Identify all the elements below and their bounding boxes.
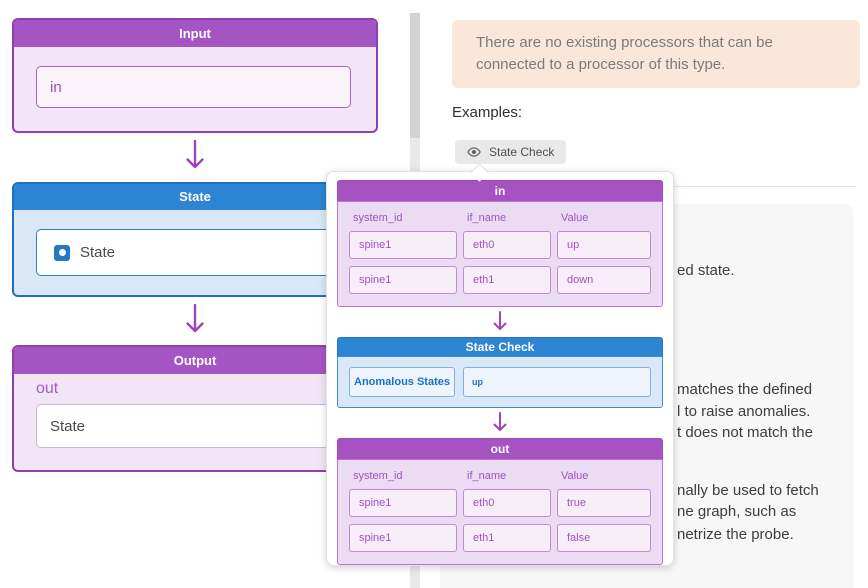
column-header: system_id xyxy=(353,470,403,482)
doc-text-fragment: l to raise anomalies. xyxy=(677,403,811,420)
doc-text-fragment: ed state. xyxy=(677,262,735,279)
input-name-value: in xyxy=(50,78,62,96)
doc-text-fragment: ne graph, such as xyxy=(677,503,797,520)
table-cell: eth1 xyxy=(463,266,551,294)
arrow-down-icon xyxy=(493,412,507,431)
processor-body: Anomalous States up xyxy=(337,356,663,408)
state-checkbox-label: State xyxy=(80,244,116,261)
table-cell: up xyxy=(557,231,651,259)
column-header: system_id xyxy=(353,212,403,224)
arrow-down-icon xyxy=(493,311,507,330)
table-row: spine1 eth1 down xyxy=(349,266,651,294)
table-cell: true xyxy=(557,489,651,517)
table-row: spine1 eth1 false xyxy=(349,524,651,552)
out-table-body: system_id if_name Value spine1 eth0 true… xyxy=(337,459,663,565)
eye-icon xyxy=(467,147,481,157)
example-in-table: in system_id if_name Value spine1 eth0 u… xyxy=(337,180,663,307)
table-cell: spine1 xyxy=(349,266,457,294)
table-cell: spine1 xyxy=(349,489,457,517)
example-state-check-processor: State Check Anomalous States up xyxy=(337,337,663,408)
in-table-title: in xyxy=(337,180,663,201)
table-cell: down xyxy=(557,266,651,294)
processor-value-field: up xyxy=(463,367,651,397)
table-cell: spine1 xyxy=(349,231,457,259)
table-cell: eth0 xyxy=(463,231,551,259)
output-name-field[interactable]: State xyxy=(36,404,351,448)
state-option-field[interactable]: State xyxy=(36,229,351,276)
column-header: Value xyxy=(561,212,589,224)
alert-text: There are no existing processors that ca… xyxy=(476,34,773,73)
state-checkbox[interactable] xyxy=(54,244,70,261)
doc-text-fragment: nally be used to fetch xyxy=(677,482,819,499)
table-cell: eth0 xyxy=(463,489,551,517)
output-box-title: Output xyxy=(14,347,376,374)
vertical-scrollbar-thumb[interactable] xyxy=(410,13,420,138)
in-table-body: system_id if_name Value spine1 eth0 up s… xyxy=(337,201,663,307)
state-check-example-chip[interactable]: State Check xyxy=(455,140,567,164)
processor-title: State Check xyxy=(337,337,663,356)
out-table-column-headers: system_id if_name Value xyxy=(349,470,651,482)
doc-text-fragment: netrize the probe. xyxy=(677,526,794,543)
table-row: spine1 eth0 true xyxy=(349,489,651,517)
table-cell: eth1 xyxy=(463,524,551,552)
input-name-field[interactable]: in xyxy=(36,66,351,108)
column-header: if_name xyxy=(467,470,507,482)
doc-text-fragment: t does not match the xyxy=(677,424,813,441)
column-header: Value xyxy=(561,470,589,482)
in-table-column-headers: system_id if_name Value xyxy=(349,212,651,224)
state-box-title: State xyxy=(14,184,376,210)
input-box-title: Input xyxy=(14,20,376,47)
examples-heading: Examples: xyxy=(452,104,523,121)
out-table-title: out xyxy=(337,438,663,459)
arrow-down-icon xyxy=(186,139,204,169)
table-row: spine1 eth0 up xyxy=(349,231,651,259)
example-out-table: out system_id if_name Value spine1 eth0 … xyxy=(337,438,663,565)
column-header: if_name xyxy=(467,212,507,224)
chip-label: State Check xyxy=(489,145,555,159)
table-cell: false xyxy=(557,524,651,552)
output-name-value: State xyxy=(50,417,86,435)
arrow-down-icon xyxy=(186,303,204,333)
processor-name-field: Anomalous States xyxy=(349,367,455,397)
table-cell: spine1 xyxy=(349,524,457,552)
state-check-example-popup: in system_id if_name Value spine1 eth0 u… xyxy=(326,171,674,566)
output-field-label: out xyxy=(36,380,59,397)
doc-text-fragment: matches the defined xyxy=(677,381,813,398)
no-processors-alert: There are no existing processors that ca… xyxy=(452,20,860,88)
